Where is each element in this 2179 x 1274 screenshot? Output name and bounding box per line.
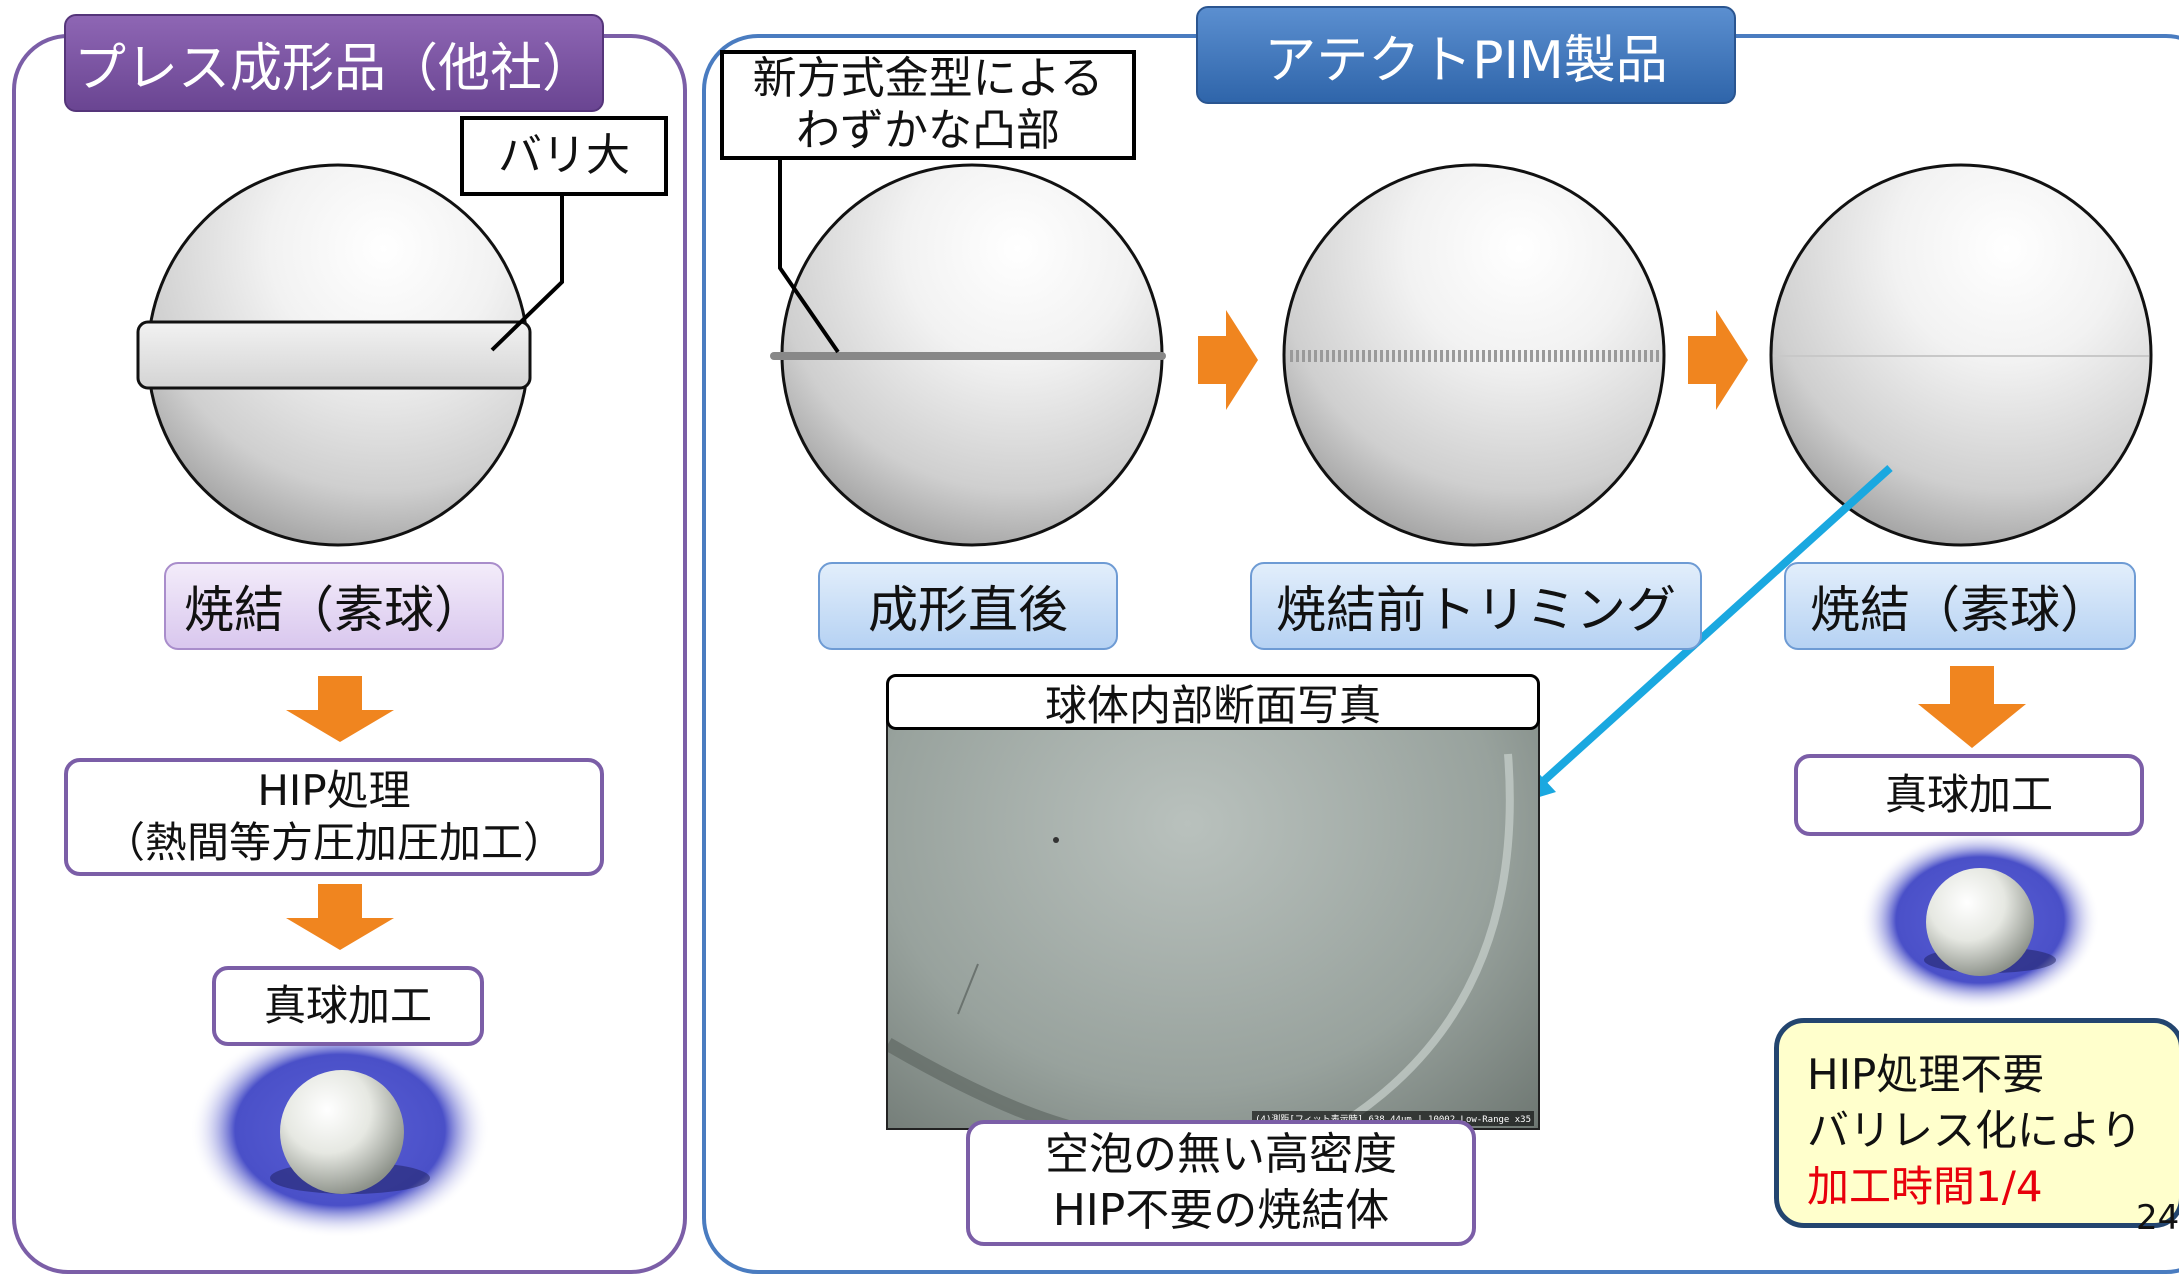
photo-title: 球体内部断面写真	[886, 674, 1540, 730]
sphere-sintered	[1769, 163, 2153, 547]
note-line3: 加工時間1/4	[1807, 1162, 2043, 1211]
hip-step-line1: HIP処理	[257, 766, 411, 815]
convex-callout-line2: わずかな凸部	[796, 105, 1060, 156]
stage-label-molded: 成形直後	[818, 562, 1118, 650]
photo-rim	[888, 753, 1514, 1128]
arrow-right-1	[1198, 310, 1258, 410]
convex-callout-line1: 新方式金型による	[752, 53, 1104, 104]
left-sphere	[136, 163, 532, 547]
hip-step-line2: （熱間等方圧加圧加工）	[102, 818, 565, 867]
caption-line2: HIP不要の焼結体	[1052, 1185, 1390, 1236]
page-number: 24	[2136, 1198, 2179, 1238]
burr-callout: バリ大	[460, 116, 668, 196]
finished-ball-right	[1860, 830, 2100, 1010]
arrow-down-left-2	[286, 884, 394, 950]
left-callout-leader	[490, 196, 564, 352]
left-step-finishing: 真球加工	[212, 966, 484, 1046]
right-panel-title: アテクトPIM製品	[1196, 6, 1736, 104]
finished-ball-left	[190, 1022, 490, 1238]
left-panel-title: プレス成形品（他社）	[64, 14, 604, 112]
cross-section-photo: (4)測距[フィット表示時] 638.44μm | 10002 Low-Rang…	[886, 712, 1540, 1130]
note-line2: バリレス化により	[1807, 1106, 2143, 1155]
left-step-hip: HIP処理 （熱間等方圧加圧加工）	[64, 758, 604, 876]
convex-callout: 新方式金型による わずかな凸部	[720, 50, 1136, 160]
photo-caption: 空泡の無い高密度 HIP不要の焼結体	[966, 1120, 1476, 1246]
right-callout-leader	[778, 158, 840, 354]
note-line1: HIP処理不要	[1807, 1050, 2045, 1099]
stage-label-sintered: 焼結（素球）	[1784, 562, 2136, 650]
right-step-finishing: 真球加工	[1794, 754, 2144, 836]
arrow-down-right	[1918, 666, 2026, 748]
arrow-right-2	[1688, 310, 1748, 410]
arrow-down-left-1	[286, 676, 394, 742]
sphere-molded	[770, 163, 1166, 547]
left-stage-label: 焼結（素球）	[164, 562, 504, 650]
benefit-note: HIP処理不要 バリレス化により 加工時間1/4	[1774, 1018, 2179, 1228]
stage-label-trimming: 焼結前トリミング	[1250, 562, 1702, 650]
sphere-trimmed	[1282, 163, 1666, 547]
diagram-graphics	[136, 158, 2153, 1238]
caption-line1: 空泡の無い高密度	[1045, 1129, 1397, 1180]
